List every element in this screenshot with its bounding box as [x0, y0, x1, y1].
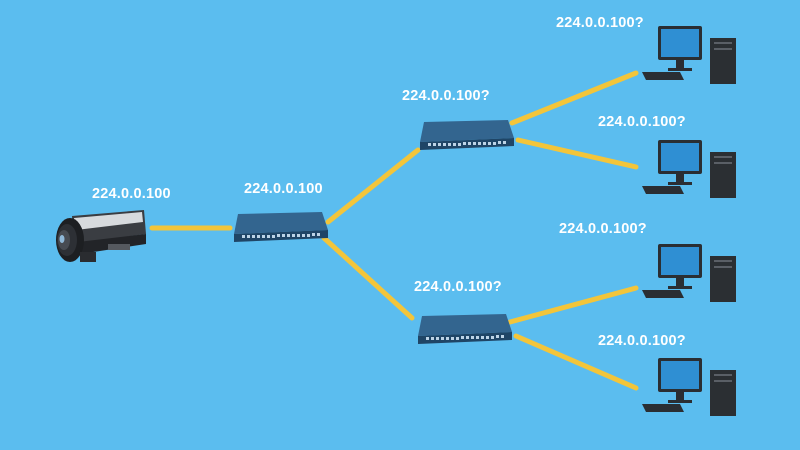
ip-camera-icon [56, 210, 146, 262]
link-upper-switch-pc-1 [509, 70, 639, 126]
camera-multicast-label: 224.0.0.100 [92, 186, 171, 202]
network-switch-icon [418, 314, 512, 344]
link-lower-switch-pc-4 [513, 333, 639, 391]
link-upper-switch-pc-2 [515, 137, 639, 170]
pc-4-multicast-label: 224.0.0.100? [598, 333, 686, 349]
upper-switch-multicast-label: 224.0.0.100? [402, 88, 490, 104]
link-lower-switch-pc-3 [507, 285, 639, 325]
core-switch-multicast-label: 224.0.0.100 [244, 181, 323, 197]
pc-3-multicast-label: 224.0.0.100? [559, 221, 647, 237]
network-switch-icon [234, 212, 328, 242]
network-switch-icon [420, 120, 514, 150]
desktop-computer-icon [642, 358, 736, 416]
pc-2-multicast-label: 224.0.0.100? [598, 114, 686, 130]
desktop-computer-icon [642, 26, 736, 84]
link-core-lower-switch [321, 235, 415, 321]
pc-1-multicast-label: 224.0.0.100? [556, 15, 644, 31]
desktop-computer-icon [642, 140, 736, 198]
lower-switch-multicast-label: 224.0.0.100? [414, 279, 502, 295]
link-core-upper-switch [325, 147, 421, 225]
desktop-computer-icon [642, 244, 736, 302]
